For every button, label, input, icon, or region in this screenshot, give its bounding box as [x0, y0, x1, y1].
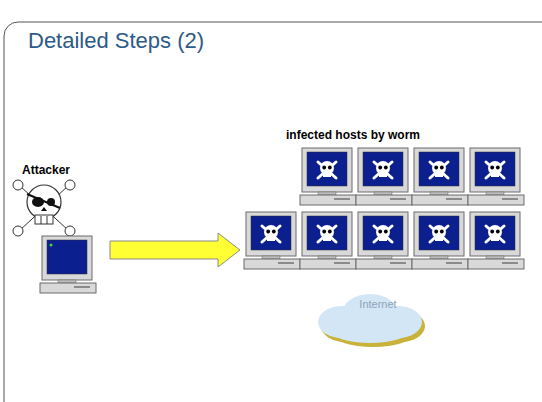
node-label: Attacker: [22, 163, 110, 177]
internet-cloud: Internet: [312, 286, 444, 348]
attacker-computer: [40, 236, 96, 293]
attacker-node: Attacker: [14, 163, 110, 296]
node-label: infected hosts by worm: [286, 128, 532, 142]
infected-computers: [244, 148, 524, 269]
infected-hosts-group: infected hosts by worm: [240, 128, 532, 280]
slide-title: Detailed Steps (2): [28, 28, 204, 54]
block-arrow: [110, 233, 240, 267]
cloud-shape: [312, 286, 428, 348]
cloud-label: Internet: [312, 298, 444, 310]
attacker-skull: [13, 180, 75, 236]
slide-frame: [4, 22, 542, 402]
